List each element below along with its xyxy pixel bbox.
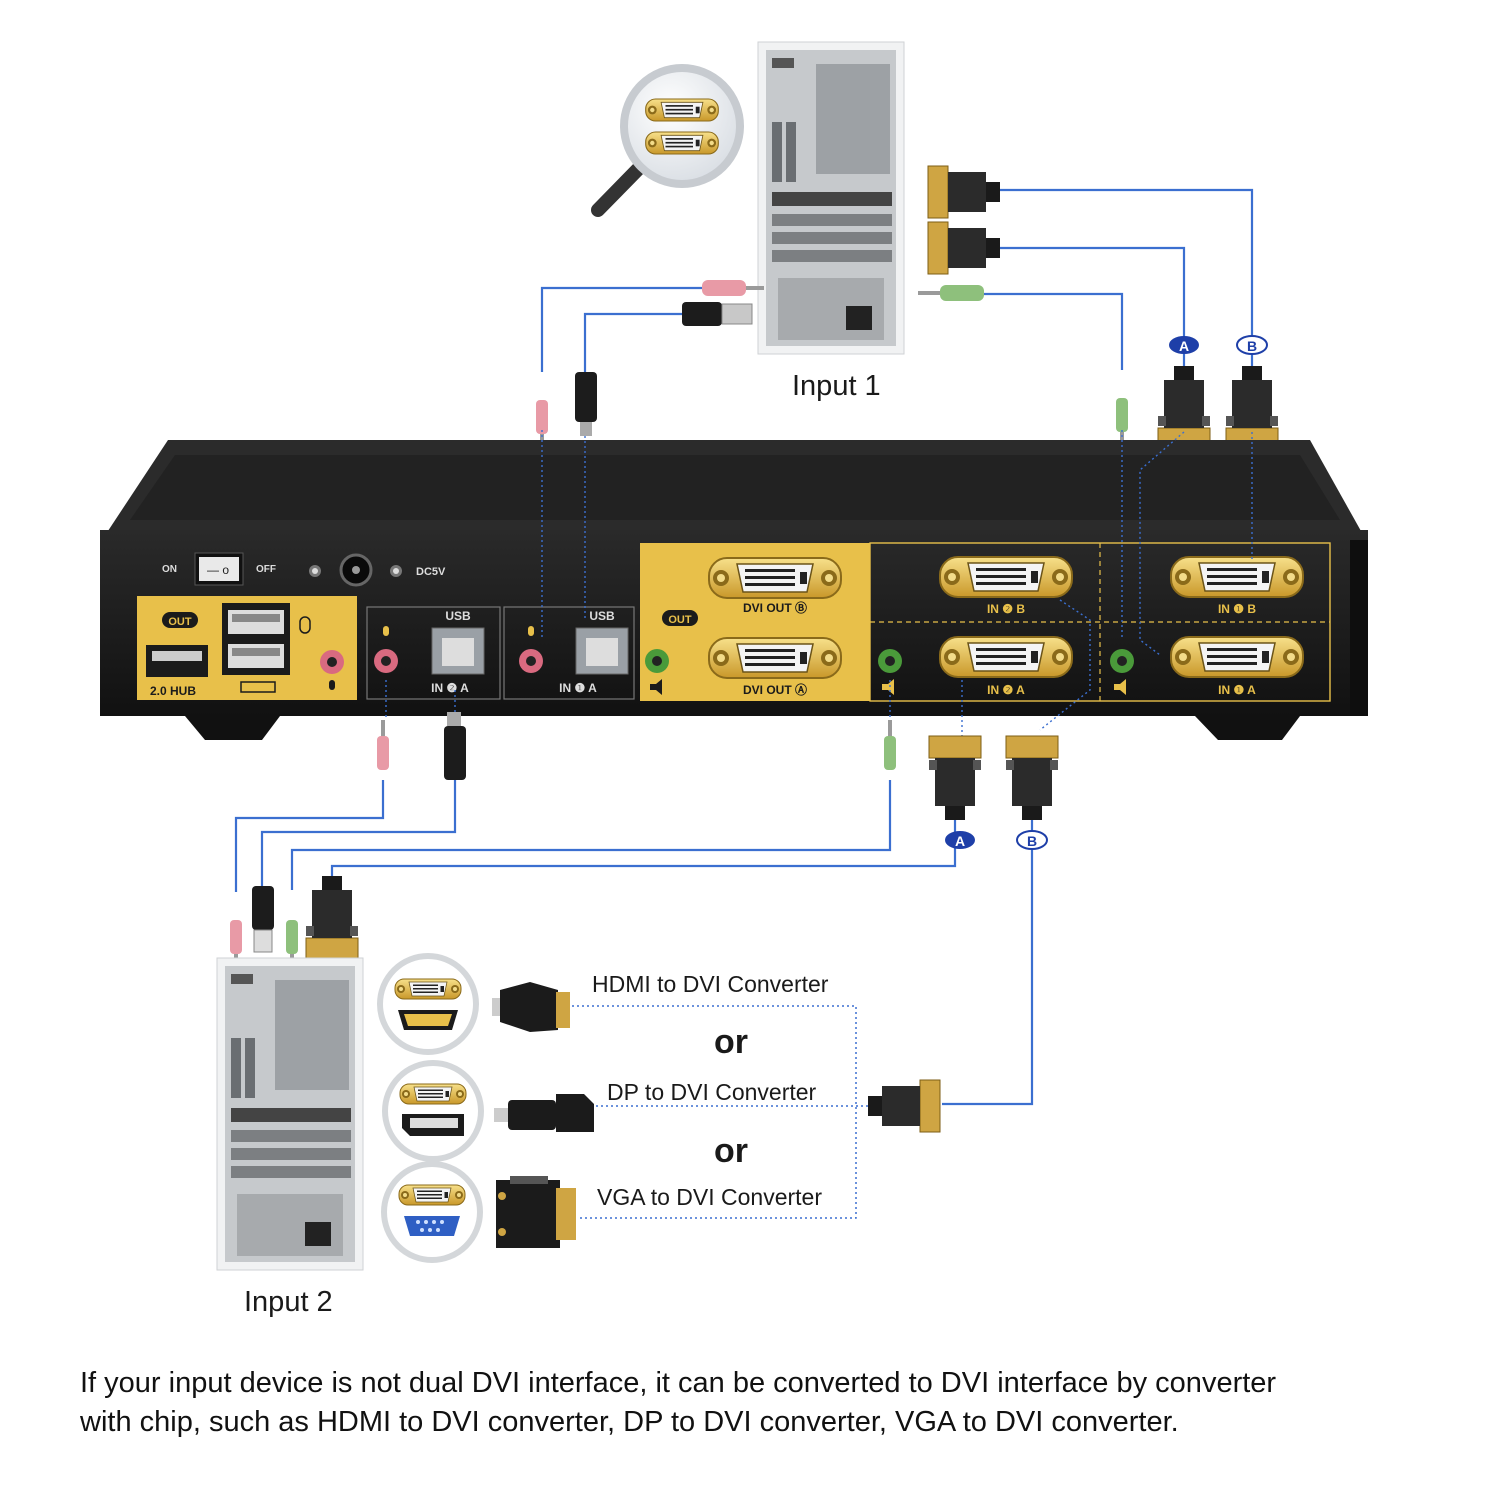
input2-plugs (230, 875, 359, 970)
vga-port-circle (381, 1161, 483, 1263)
dc-power-jack (339, 553, 373, 587)
converter-bracket (572, 1005, 884, 1219)
dvi-plug-converter-output (867, 1079, 941, 1133)
footnote-line1: If your input device is not dual DVI int… (80, 1367, 1276, 1399)
usb-plug-mid (575, 372, 597, 436)
led-indicator-1 (309, 565, 321, 577)
marker-a-top: A (1169, 336, 1199, 354)
audio-plug-pink-low (377, 720, 389, 770)
usb-label-in2: USB (445, 609, 471, 623)
audio-plug-green-low (884, 720, 896, 770)
input2-computer (216, 957, 364, 1271)
usb-b-port-in2[interactable] (431, 627, 485, 675)
port-guide-lines (385, 430, 1253, 740)
dc-label: DC5V (416, 566, 446, 578)
or-label-2: or (714, 1132, 748, 1170)
marker-b-top: B (1236, 335, 1268, 355)
marker-a-low: A (945, 831, 975, 849)
usb-plug-low (444, 712, 466, 780)
audio-jack-in2[interactable] (878, 649, 902, 673)
usb-plug-input2 (252, 886, 274, 953)
label-in2a-usb: IN ❷ A (431, 681, 469, 695)
audio-out-jack[interactable] (645, 649, 669, 673)
lower-plugs (377, 712, 1059, 821)
in1b-dvi-port[interactable] (1170, 556, 1304, 598)
input1-cables (540, 188, 1254, 380)
switch-off-label: OFF (256, 564, 276, 575)
input1-computer (757, 41, 905, 355)
switch-on-label: ON (162, 564, 177, 575)
mic-icon-in2 (383, 626, 389, 636)
marker-b-low: B (1016, 830, 1048, 850)
marker-a-top-text: A (1179, 338, 1189, 354)
input2-label: Input 2 (244, 1286, 333, 1318)
dp-port-circle (382, 1060, 484, 1162)
hdmi-to-dvi-adapter (492, 982, 570, 1032)
in1a-dvi-port[interactable] (1170, 636, 1304, 678)
label-in1a-usb: IN ❶ A (559, 681, 597, 695)
hdmi-port-circle (377, 953, 479, 1055)
dvi-plug-top-a (927, 221, 1001, 275)
in2a-dvi-port[interactable] (939, 636, 1073, 678)
dvi-out-a-label: DVI OUT Ⓐ (743, 682, 807, 697)
in2-usb-block: USB IN ❷ A USB IN ❶ A (366, 606, 635, 700)
dvi-out-b-port[interactable] (708, 557, 842, 599)
dvi-plug-b-low (1005, 735, 1059, 821)
or-label-1: or (714, 1023, 748, 1061)
marker-b-top-text: B (1247, 338, 1257, 354)
speaker-icon-out (650, 679, 662, 695)
marker-a-low-text: A (955, 833, 965, 849)
usb-hub-panel: OUT 2.0 HUB (137, 596, 357, 700)
footnote-line2: with chip, such as HDMI to DVI converter… (79, 1406, 1179, 1438)
power-switch[interactable]: — o (194, 552, 244, 586)
mouse-icon (299, 616, 311, 634)
in1b-label: IN ❶ B (1218, 602, 1256, 616)
dvi-plug-top-b (927, 165, 1001, 219)
in2b-dvi-port[interactable] (939, 556, 1073, 598)
mic-jack-front[interactable] (320, 650, 344, 674)
audio-plug-pink-top (702, 280, 764, 296)
keyboard-icon (240, 681, 276, 693)
marker-b-low-text: B (1027, 833, 1037, 849)
dvi-plug-a-top (1157, 365, 1211, 451)
in2a-label: IN ❷ A (987, 683, 1025, 697)
in2b-label: IN ❷ B (987, 602, 1025, 616)
dvi-plug-a-low (928, 735, 982, 821)
audio-jack-in1[interactable] (1110, 649, 1134, 673)
input1-plugs (536, 165, 1279, 451)
dvi-plug-input2 (305, 875, 359, 961)
vga-to-dvi-adapter (496, 1176, 576, 1248)
audio-plug-green-top (918, 285, 984, 301)
dvi-out-a-port[interactable] (708, 637, 842, 679)
mic-icon-front (329, 680, 335, 690)
hub-out-badge: OUT (168, 616, 192, 628)
dvi-out-panel: OUT DVI OUT Ⓑ DVI OUT Ⓐ (640, 543, 870, 701)
usb-b-port-in1[interactable] (575, 627, 629, 675)
hub-label: 2.0 HUB (150, 684, 196, 698)
dp-to-dvi-adapter (494, 1094, 594, 1132)
dvi-input-section: IN ❷ B IN ❷ A IN ❶ B IN ❶ A (869, 542, 1331, 702)
usb-plug-top (682, 302, 753, 326)
speaker-icon-in2 (882, 679, 894, 695)
usb-hub-port[interactable] (146, 645, 208, 677)
speaker-icon-in1 (1114, 679, 1126, 695)
mic-jack-in1[interactable] (519, 649, 543, 673)
svg-text:— o: — o (207, 563, 229, 577)
led-indicator-2 (390, 565, 402, 577)
dvi-out-badge: OUT (668, 614, 692, 626)
dp-converter-label: DP to DVI Converter (607, 1079, 817, 1105)
mic-icon-in1 (528, 626, 534, 636)
mic-jack-in2[interactable] (374, 649, 398, 673)
usb-keyboard-mouse-ports[interactable] (222, 603, 290, 675)
vga-converter-label: VGA to DVI Converter (597, 1184, 822, 1210)
usb-label-in1: USB (589, 609, 615, 623)
hdmi-converter-label: HDMI to DVI Converter (592, 971, 829, 997)
input1-label: Input 1 (792, 370, 881, 402)
dvi-out-b-label: DVI OUT Ⓑ (743, 600, 807, 615)
magnifier-dual-dvi-icon (591, 64, 744, 217)
in1a-label: IN ❶ A (1218, 683, 1256, 697)
